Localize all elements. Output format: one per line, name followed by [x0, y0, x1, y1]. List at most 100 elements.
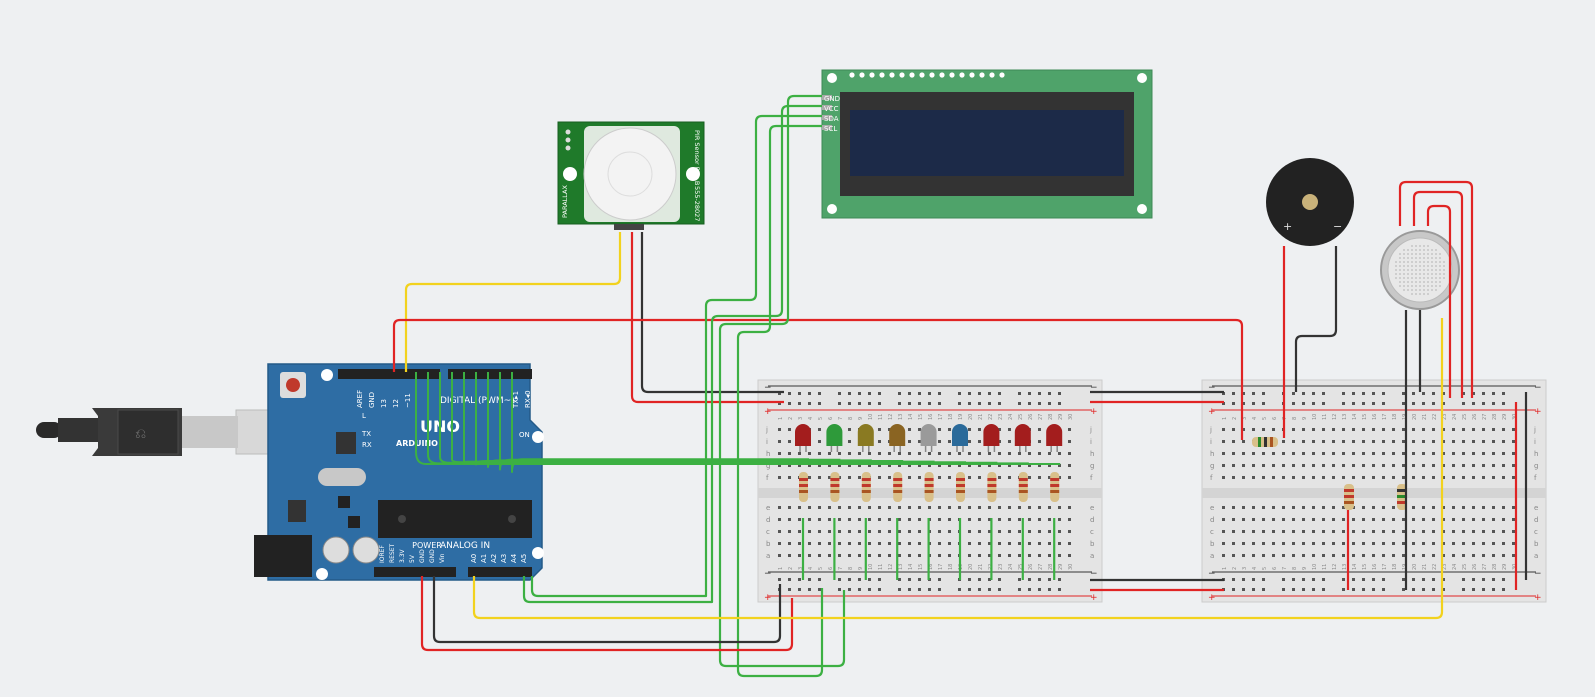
rail-hole[interactable]: [1038, 578, 1041, 581]
terminal-hole[interactable]: [1242, 440, 1245, 443]
lcd-header-pin[interactable]: [979, 72, 985, 78]
rail-hole[interactable]: [1402, 402, 1405, 405]
terminal-hole[interactable]: [878, 464, 881, 467]
terminal-hole[interactable]: [1482, 554, 1485, 557]
terminal-hole[interactable]: [1028, 530, 1031, 533]
terminal-hole[interactable]: [1462, 554, 1465, 557]
terminal-hole[interactable]: [1272, 506, 1275, 509]
terminal-hole[interactable]: [878, 452, 881, 455]
terminal-hole[interactable]: [858, 506, 861, 509]
terminal-hole[interactable]: [1038, 452, 1041, 455]
terminal-hole[interactable]: [1322, 542, 1325, 545]
lcd-header-pin[interactable]: [869, 72, 875, 78]
terminal-hole[interactable]: [868, 464, 871, 467]
terminal-hole[interactable]: [968, 506, 971, 509]
wire-green-digital[interactable]: [487, 372, 872, 468]
lcd-header-pin[interactable]: [929, 72, 935, 78]
terminal-hole[interactable]: [1302, 554, 1305, 557]
terminal-hole[interactable]: [1372, 554, 1375, 557]
terminal-hole[interactable]: [798, 452, 801, 455]
rail-hole[interactable]: [1352, 392, 1355, 395]
rail-hole[interactable]: [1472, 392, 1475, 395]
terminal-hole[interactable]: [1252, 530, 1255, 533]
terminal-hole[interactable]: [1312, 542, 1315, 545]
terminal-hole[interactable]: [1008, 452, 1011, 455]
terminal-hole[interactable]: [898, 530, 901, 533]
wires[interactable]: [392, 94, 1528, 678]
terminal-hole[interactable]: [1422, 476, 1425, 479]
terminal-hole[interactable]: [1432, 542, 1435, 545]
terminal-hole[interactable]: [1058, 554, 1061, 557]
terminal-hole[interactable]: [908, 464, 911, 467]
terminal-hole[interactable]: [1028, 542, 1031, 545]
terminal-hole[interactable]: [1232, 518, 1235, 521]
terminal-hole[interactable]: [1222, 554, 1225, 557]
terminal-hole[interactable]: [898, 542, 901, 545]
terminal-hole[interactable]: [1492, 506, 1495, 509]
rail-hole[interactable]: [998, 588, 1001, 591]
lcd-header-pin[interactable]: [859, 72, 865, 78]
terminal-hole[interactable]: [1432, 428, 1435, 431]
terminal-hole[interactable]: [1222, 506, 1225, 509]
rail-hole[interactable]: [878, 392, 881, 395]
rail-hole[interactable]: [928, 392, 931, 395]
terminal-hole[interactable]: [1232, 530, 1235, 533]
terminal-hole[interactable]: [808, 554, 811, 557]
terminal-hole[interactable]: [1292, 506, 1295, 509]
terminal-hole[interactable]: [1372, 476, 1375, 479]
terminal-hole[interactable]: [1452, 542, 1455, 545]
terminal-hole[interactable]: [888, 554, 891, 557]
terminal-hole[interactable]: [918, 476, 921, 479]
terminal-hole[interactable]: [1038, 476, 1041, 479]
terminal-hole[interactable]: [838, 518, 841, 521]
terminal-hole[interactable]: [978, 440, 981, 443]
terminal-hole[interactable]: [1362, 542, 1365, 545]
terminal-hole[interactable]: [1028, 554, 1031, 557]
terminal-hole[interactable]: [1442, 452, 1445, 455]
terminal-hole[interactable]: [1222, 542, 1225, 545]
terminal-hole[interactable]: [1302, 428, 1305, 431]
terminal-hole[interactable]: [1262, 518, 1265, 521]
rail-hole[interactable]: [838, 578, 841, 581]
terminal-hole[interactable]: [1272, 428, 1275, 431]
rail-hole[interactable]: [1048, 578, 1051, 581]
terminal-hole[interactable]: [1442, 506, 1445, 509]
terminal-hole[interactable]: [1462, 476, 1465, 479]
terminal-hole[interactable]: [878, 542, 881, 545]
rail-hole[interactable]: [1028, 402, 1031, 405]
terminal-hole[interactable]: [1252, 428, 1255, 431]
terminal-hole[interactable]: [1382, 506, 1385, 509]
terminal-hole[interactable]: [1502, 476, 1505, 479]
terminal-hole[interactable]: [998, 476, 1001, 479]
terminal-hole[interactable]: [1412, 428, 1415, 431]
terminal-hole[interactable]: [1322, 476, 1325, 479]
terminal-hole[interactable]: [1282, 530, 1285, 533]
terminal-hole[interactable]: [1472, 476, 1475, 479]
terminal-hole[interactable]: [1232, 476, 1235, 479]
terminal-hole[interactable]: [1242, 476, 1245, 479]
rail-hole[interactable]: [1462, 392, 1465, 395]
terminal-hole[interactable]: [1402, 440, 1405, 443]
terminal-hole[interactable]: [1282, 506, 1285, 509]
resistor-right-2[interactable]: [1344, 484, 1354, 510]
terminal-hole[interactable]: [1442, 518, 1445, 521]
rail-hole[interactable]: [1252, 402, 1255, 405]
terminal-hole[interactable]: [1038, 542, 1041, 545]
terminal-hole[interactable]: [778, 476, 781, 479]
rail-hole[interactable]: [1242, 392, 1245, 395]
terminal-hole[interactable]: [1332, 554, 1335, 557]
terminal-hole[interactable]: [1462, 464, 1465, 467]
rail-hole[interactable]: [1028, 392, 1031, 395]
lcd-header-pin[interactable]: [879, 72, 885, 78]
terminal-hole[interactable]: [1442, 476, 1445, 479]
lcd-header-pin[interactable]: [909, 72, 915, 78]
led[interactable]: [795, 424, 811, 446]
terminal-hole[interactable]: [1502, 428, 1505, 431]
terminal-hole[interactable]: [1292, 428, 1295, 431]
terminal-hole[interactable]: [1262, 554, 1265, 557]
terminal-hole[interactable]: [1282, 452, 1285, 455]
terminal-hole[interactable]: [1242, 554, 1245, 557]
led[interactable]: [826, 424, 843, 446]
terminal-hole[interactable]: [1292, 542, 1295, 545]
terminal-hole[interactable]: [1292, 464, 1295, 467]
